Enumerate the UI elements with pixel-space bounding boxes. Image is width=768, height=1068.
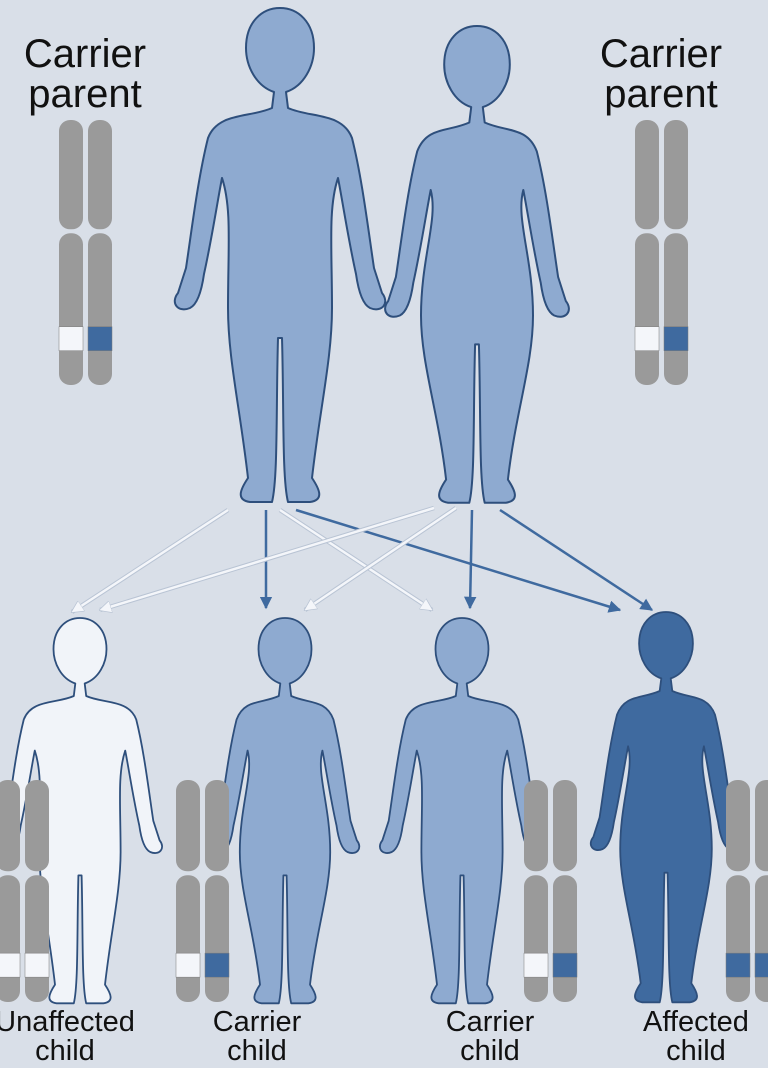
chromosome-arm-lower <box>755 875 768 1002</box>
child-1-label-line2: child <box>0 1037 150 1066</box>
chromosome-arm-upper <box>755 780 768 871</box>
child-2-label: Carrier child <box>172 1008 342 1066</box>
chromosome-arm-upper <box>553 780 577 871</box>
mother-label-line1: Carrier <box>571 34 751 74</box>
child-3-chromosomes <box>524 780 577 1002</box>
mother-to-child-4-recessive-arrow <box>500 510 652 610</box>
normal-allele-band <box>524 953 548 977</box>
child-1-figure <box>0 618 162 1003</box>
child-2-figure <box>211 618 360 1003</box>
father-to-child-3-normal-arrow <box>280 510 432 610</box>
child-4-figure <box>591 612 741 1002</box>
child-4-label-line2: child <box>611 1037 768 1066</box>
mother-to-child-3-recessive-arrow <box>470 510 472 608</box>
child-4-label-line1: Affected <box>611 1008 768 1037</box>
chromosome-arm-upper <box>88 120 112 229</box>
chromosome-arm-upper <box>664 120 688 229</box>
chromosome-arm-lower <box>59 233 83 385</box>
child-2-chromosomes <box>176 780 229 1002</box>
chromosome-arm-lower <box>88 233 112 385</box>
normal-allele-band <box>0 953 20 977</box>
child-1-chromosomes <box>0 780 49 1002</box>
chromosome-arm-lower <box>553 875 577 1002</box>
chromosome-arm-upper <box>726 780 750 871</box>
recessive-allele-band <box>205 953 229 977</box>
child-4-chromosomes <box>726 780 768 1002</box>
child-1-label: Unaffected child <box>0 1008 150 1066</box>
normal-allele-band <box>635 327 659 351</box>
inheritance-arrows <box>72 508 652 612</box>
mother-chromosomes <box>635 120 688 385</box>
father-to-child-4-recessive-arrow <box>296 510 620 610</box>
child-4-label: Affected child <box>611 1008 768 1066</box>
chromosome-arm-lower <box>205 875 229 1002</box>
recessive-allele-band <box>553 953 577 977</box>
normal-allele-band <box>59 327 83 351</box>
father-label-line2: parent <box>0 74 175 114</box>
recessive-allele-band <box>755 953 768 977</box>
chromosome-arm-lower <box>635 233 659 385</box>
chromosome-arm-upper <box>524 780 548 871</box>
child-3-label: Carrier child <box>405 1008 575 1066</box>
chromosome-arm-upper <box>59 120 83 229</box>
child-3-label-line1: Carrier <box>405 1008 575 1037</box>
mother-figure <box>385 26 569 503</box>
chromosome-arm-upper <box>25 780 49 871</box>
chromosome-arm-lower <box>726 875 750 1002</box>
child-2-label-line1: Carrier <box>172 1008 342 1037</box>
chromosome-arm-lower <box>0 875 20 1002</box>
father-chromosomes <box>59 120 112 385</box>
mother-label-line2: parent <box>571 74 751 114</box>
chromosome-arm-lower <box>524 875 548 1002</box>
chromosome-arm-lower <box>176 875 200 1002</box>
chromosome-arm-upper <box>176 780 200 871</box>
child-1-label-line1: Unaffected <box>0 1008 150 1037</box>
child-3-label-line2: child <box>405 1037 575 1066</box>
chromosome-arm-upper <box>205 780 229 871</box>
recessive-allele-band <box>88 327 112 351</box>
father-label-line1: Carrier <box>0 34 175 74</box>
father-label: Carrier parent <box>0 34 175 114</box>
father-figure <box>175 8 385 502</box>
child-2-label-line2: child <box>172 1037 342 1066</box>
chromosome-arm-lower <box>664 233 688 385</box>
chromosome-arm-lower <box>25 875 49 1002</box>
child-3-figure <box>380 618 544 1003</box>
normal-allele-band <box>25 953 49 977</box>
mother-label: Carrier parent <box>571 34 751 114</box>
recessive-allele-band <box>664 327 688 351</box>
normal-allele-band <box>176 953 200 977</box>
chromosome-arm-upper <box>635 120 659 229</box>
recessive-allele-band <box>726 953 750 977</box>
chromosome-arm-upper <box>0 780 20 871</box>
